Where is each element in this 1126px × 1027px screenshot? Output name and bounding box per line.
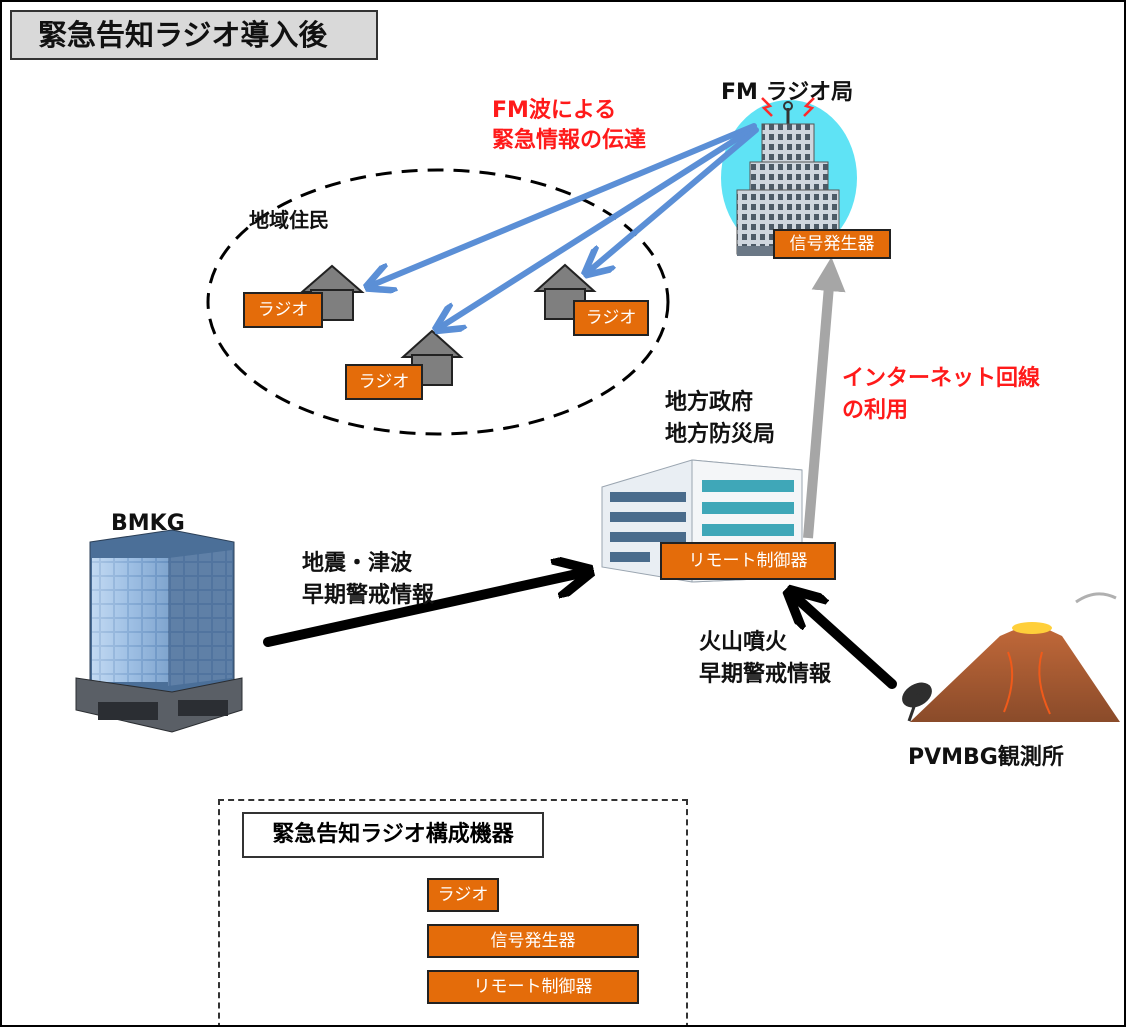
radio-device-box: ラジオ <box>243 292 323 328</box>
legend-panel <box>218 799 688 1025</box>
remote-controller-box: リモート制御器 <box>660 542 836 580</box>
legend-title: 緊急告知ラジオ構成機器 <box>242 812 544 858</box>
bmkg-building-icon <box>75 529 243 733</box>
government-label-line2: 地方防災局 <box>665 422 776 447</box>
internet-label-line2: の利用 <box>842 398 909 423</box>
pvmbg-label: PVMBG観測所 <box>908 745 1064 770</box>
signal-generator-box: 信号発生器 <box>773 229 891 259</box>
fm-arrow-to-house-1 <box>370 123 757 286</box>
diagram-title: 緊急告知ラジオ導入後 <box>10 10 378 60</box>
earthquake-label-line1: 地震・津波 <box>302 551 413 576</box>
residents-label: 地域住民 <box>249 208 329 232</box>
volcano-observatory-icon <box>902 592 1120 722</box>
government-label-line1: 地方政府 <box>665 390 754 415</box>
residents-area-outline <box>206 168 670 436</box>
fm-station-label: FM ラジオ局 <box>721 80 854 105</box>
fm-wave-label-line1: FM波による <box>492 98 617 123</box>
earthquake-warning-arrow <box>263 572 586 647</box>
internet-arrow <box>803 257 846 539</box>
fm-wave-label-line2: 緊急情報の伝達 <box>492 128 647 153</box>
volcano-label-line1: 火山噴火 <box>699 630 788 655</box>
internet-label-line1: インターネット回線 <box>842 366 1041 391</box>
legend-item-radio: ラジオ <box>427 878 499 912</box>
fm-arrow-to-house-2 <box>439 125 757 328</box>
volcano-warning-arrow <box>792 594 897 689</box>
volcano-label-line2: 早期警戒情報 <box>699 662 832 687</box>
earthquake-label-line2: 早期警戒情報 <box>302 583 435 608</box>
radio-device-box: ラジオ <box>345 364 423 400</box>
fm-arrow-to-house-3 <box>588 127 759 272</box>
bmkg-label: BMKG <box>111 511 185 536</box>
radio-device-box: ラジオ <box>573 300 649 336</box>
legend-item-remote-controller: リモート制御器 <box>427 970 639 1004</box>
legend-item-signal-generator: 信号発生器 <box>427 924 639 958</box>
